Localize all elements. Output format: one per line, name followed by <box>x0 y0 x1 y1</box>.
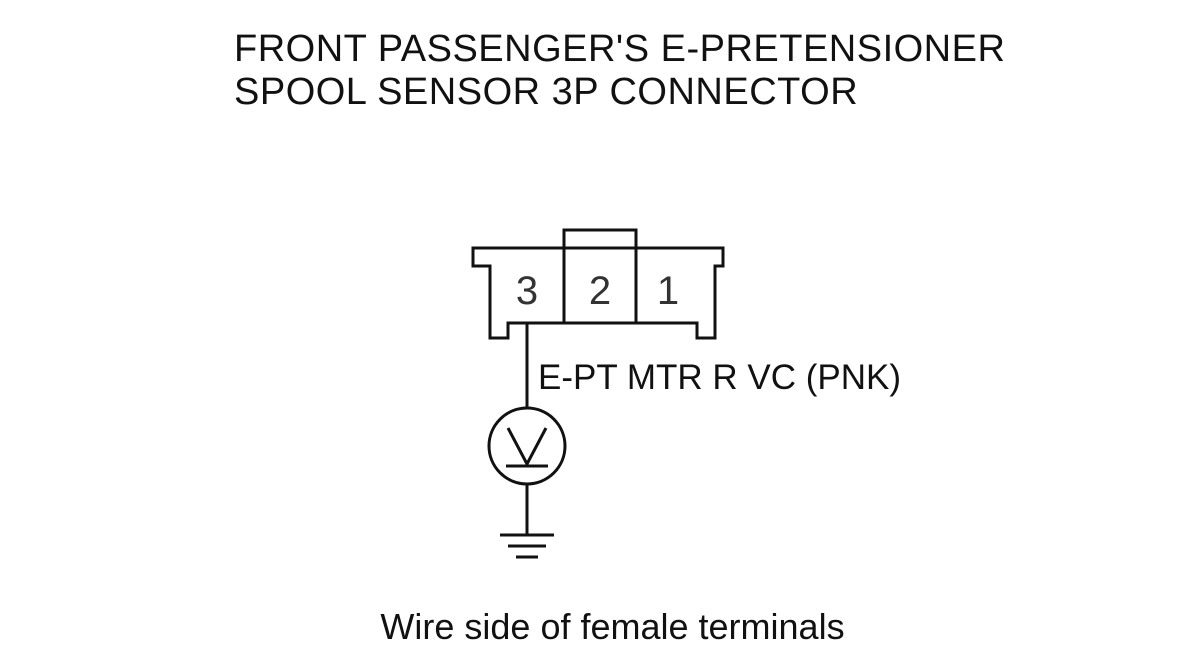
title-line-1: FRONT PASSENGER'S E-PRETENSIONER <box>234 28 1006 70</box>
diagram-title: FRONT PASSENGER'S E-PRETENSIONER SPOOL S… <box>234 28 1005 114</box>
terminal-number-3: 3 <box>516 269 538 313</box>
connector-lock-tab <box>562 228 638 248</box>
ground-icon <box>500 533 554 559</box>
connector-housing <box>471 228 725 340</box>
connector-body-outline <box>471 246 725 340</box>
terminal-number-2: 2 <box>589 269 611 313</box>
terminal-number-1: 1 <box>657 269 679 313</box>
wire-label: E-PT MTR R VC (PNK) <box>538 358 901 397</box>
diagram-caption: Wire side of female terminals <box>380 606 845 647</box>
title-line-2: SPOOL SENSOR 3P CONNECTOR <box>234 71 859 113</box>
voltmeter-icon <box>487 406 567 486</box>
